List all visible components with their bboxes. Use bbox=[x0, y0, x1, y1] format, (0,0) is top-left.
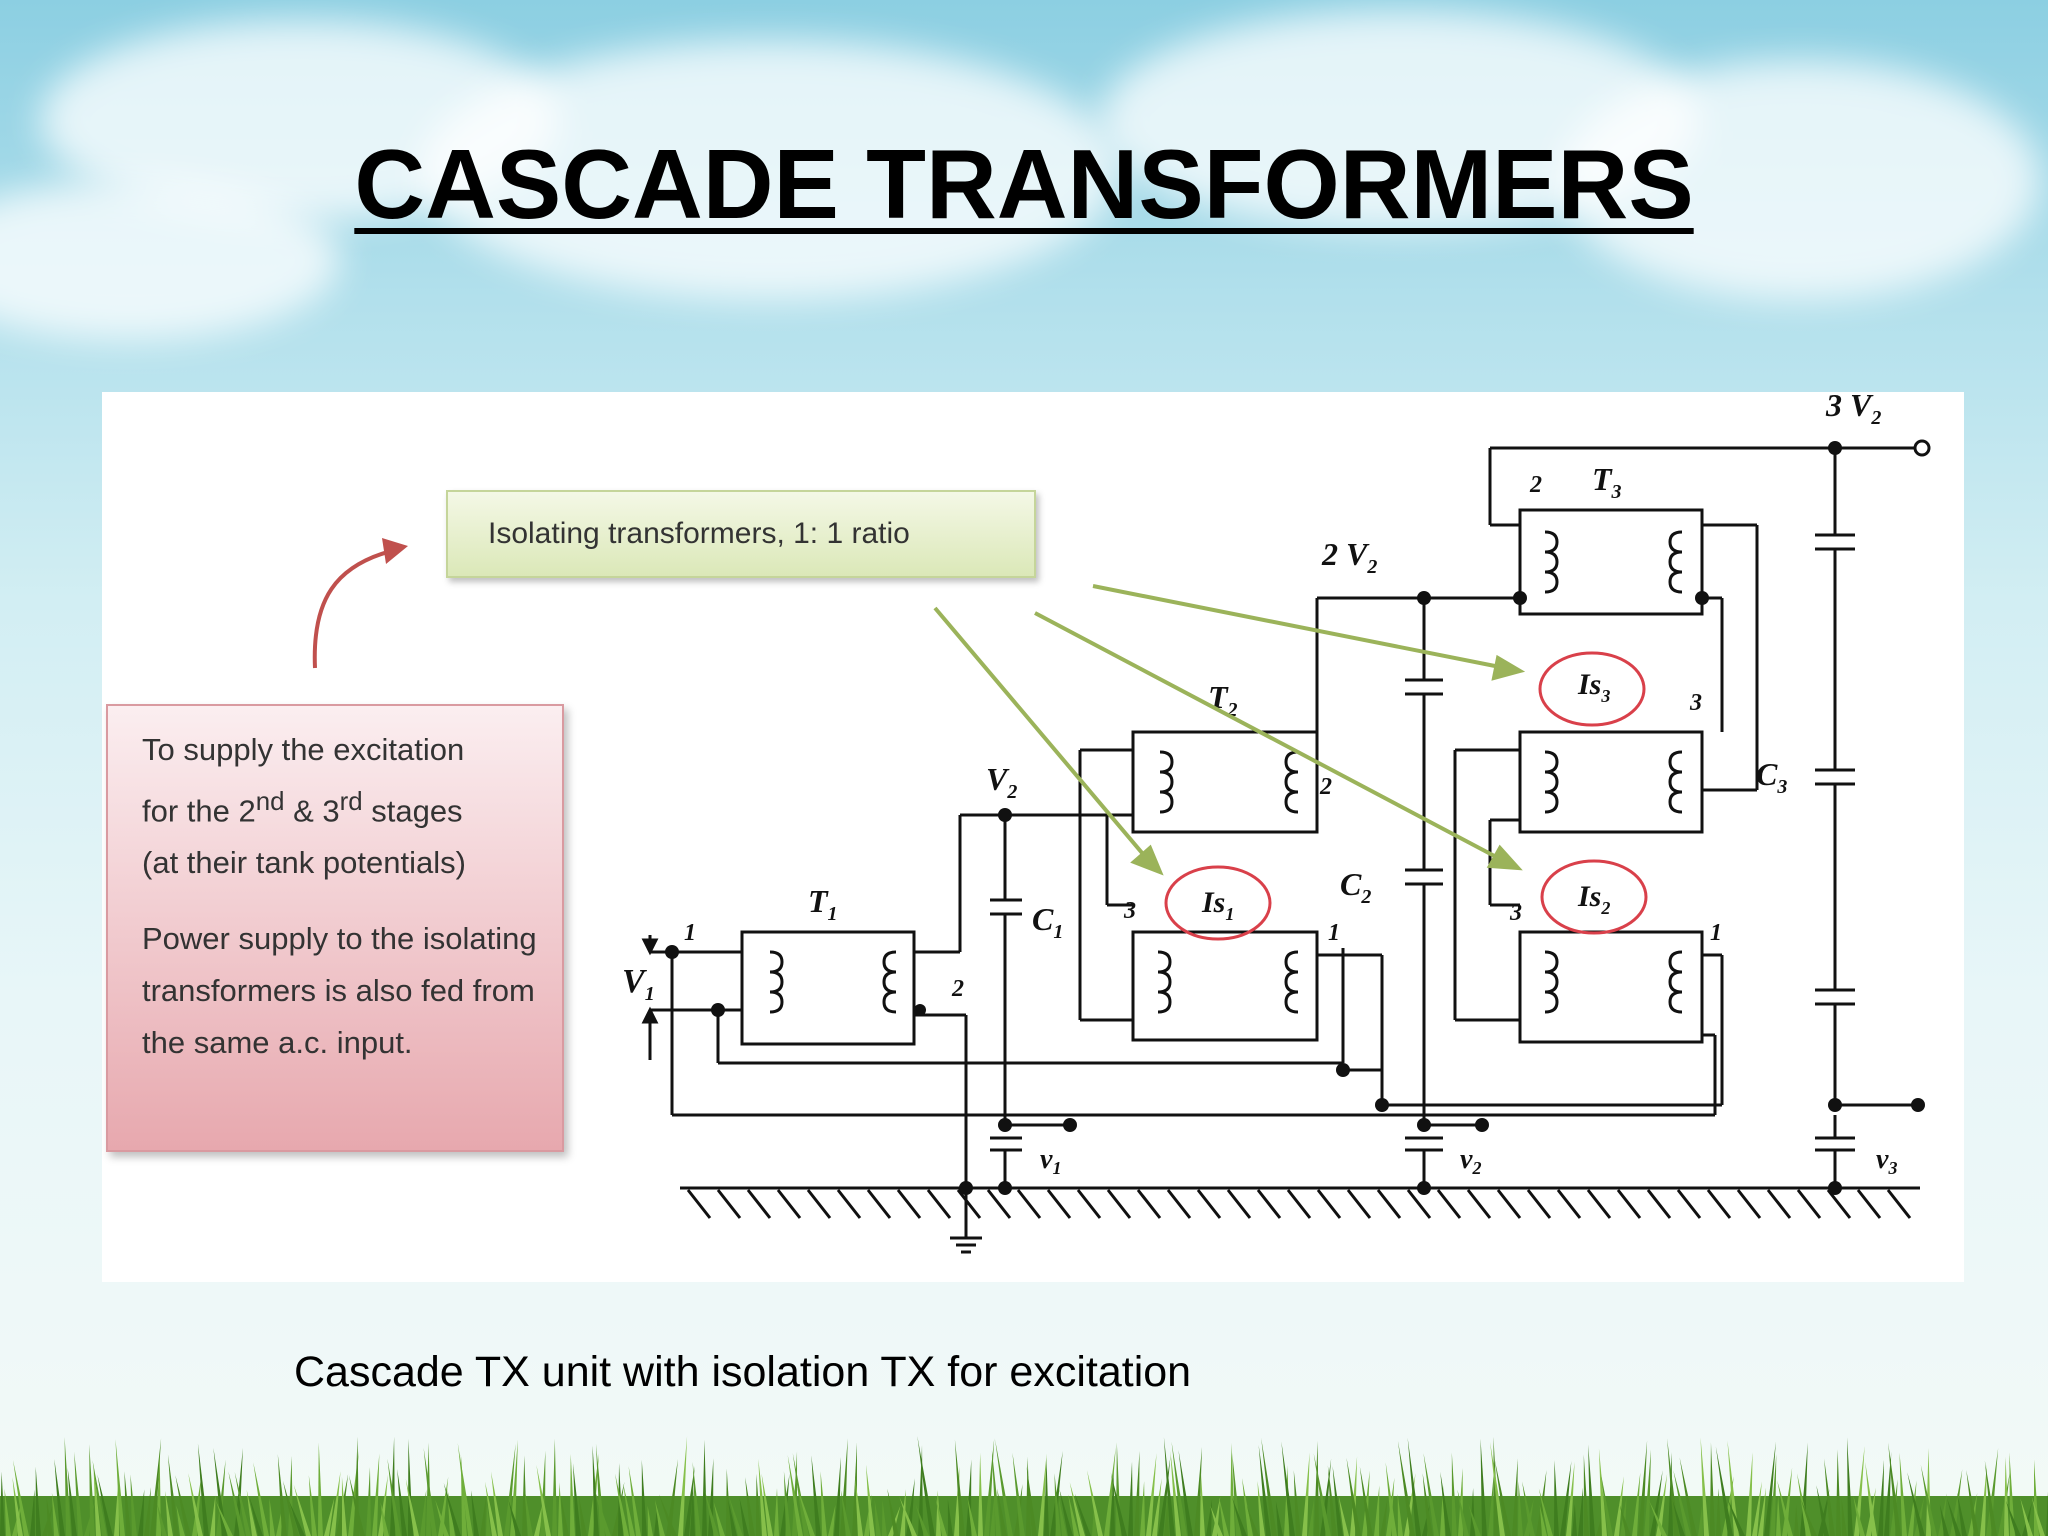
label-2v2: 2 V2 bbox=[1321, 536, 1377, 578]
excitation-line-1: To supply the excitation bbox=[142, 732, 465, 767]
callout-text: Isolating transformers, 1: 1 ratio bbox=[488, 517, 910, 550]
label-meter-v1: v1 bbox=[1040, 1144, 1061, 1178]
cloud bbox=[420, 40, 1120, 300]
label-t3: T3 bbox=[1592, 461, 1622, 503]
label-meter-v2: v2 bbox=[1460, 1144, 1481, 1178]
isolating-transformers-callout: Isolating transformers, 1: 1 ratio bbox=[446, 490, 1036, 578]
ground-hatching bbox=[686, 1189, 1912, 1219]
figure-caption: Cascade TX unit with isolation TX for ex… bbox=[294, 1348, 1192, 1396]
pointer-arrow-is1 bbox=[933, 606, 1150, 862]
highlight-is2 bbox=[1540, 859, 1648, 935]
highlight-is3 bbox=[1538, 651, 1646, 727]
excitation-note: To supply the excitation for the 2nd & 3… bbox=[142, 724, 542, 889]
label-is2: Is2 bbox=[1577, 880, 1610, 918]
isolating-transformer-is2 bbox=[1518, 930, 1704, 1044]
label-is3: Is3 bbox=[1577, 668, 1610, 706]
isolating-transformer-is3 bbox=[1518, 730, 1704, 834]
pointer-arrow-is3 bbox=[1092, 584, 1501, 669]
label-t2: T2 bbox=[1208, 679, 1238, 721]
excitation-line-2-end: stages bbox=[362, 793, 463, 829]
output-terminal bbox=[1913, 439, 1931, 457]
label-meter-v3: v3 bbox=[1876, 1144, 1897, 1178]
terminal-label: 1 bbox=[684, 920, 696, 946]
label-c2: C2 bbox=[1340, 866, 1371, 908]
label-3v2: 3 V2 bbox=[1825, 387, 1881, 429]
terminal-label: 2 bbox=[1319, 774, 1332, 800]
slide-title: CASCADE TRANSFORMERS bbox=[354, 129, 1694, 239]
transformer-t1 bbox=[740, 930, 916, 1046]
transformer-t3 bbox=[1518, 508, 1704, 616]
superscript: rd bbox=[339, 788, 363, 816]
label-v1-input: V1 bbox=[622, 963, 655, 1005]
label-c3: C3 bbox=[1756, 756, 1787, 798]
grass-decoration bbox=[0, 1436, 2048, 1536]
terminal-label: 3 bbox=[1123, 898, 1136, 924]
superscript: nd bbox=[255, 788, 285, 816]
terminal-label: 2 bbox=[951, 976, 964, 1002]
junction-dots bbox=[665, 441, 1925, 1195]
label-is1: Is1 bbox=[1201, 886, 1234, 924]
terminal-label: 3 bbox=[1509, 900, 1522, 926]
highlight-is1 bbox=[1164, 865, 1272, 941]
label-c1: C1 bbox=[1032, 901, 1063, 943]
power-supply-note: Power supply to the isolating transforme… bbox=[142, 921, 537, 1061]
cloud bbox=[1560, 60, 2040, 300]
terminal-label: 2 bbox=[1529, 472, 1542, 498]
excitation-line-3: (at their tank potentials) bbox=[142, 845, 466, 881]
label-t1: T1 bbox=[808, 883, 838, 925]
excitation-line-2: for the 2 bbox=[142, 793, 256, 829]
terminal-label: 1 bbox=[1328, 920, 1340, 946]
terminal-label: 1 bbox=[1710, 920, 1722, 946]
pointer-arrow-is2 bbox=[1034, 611, 1503, 862]
terminal-label: 3 bbox=[1689, 690, 1702, 716]
cloud bbox=[0, 180, 340, 340]
curved-arrow bbox=[312, 548, 396, 669]
excitation-callout: To supply the excitation for the 2nd & 3… bbox=[106, 704, 564, 1152]
isolating-transformer-is1 bbox=[1131, 930, 1319, 1042]
label-v2: V2 bbox=[986, 761, 1017, 803]
excitation-line-2-mid: & 3 bbox=[284, 793, 340, 829]
earth-symbol bbox=[950, 1188, 982, 1254]
